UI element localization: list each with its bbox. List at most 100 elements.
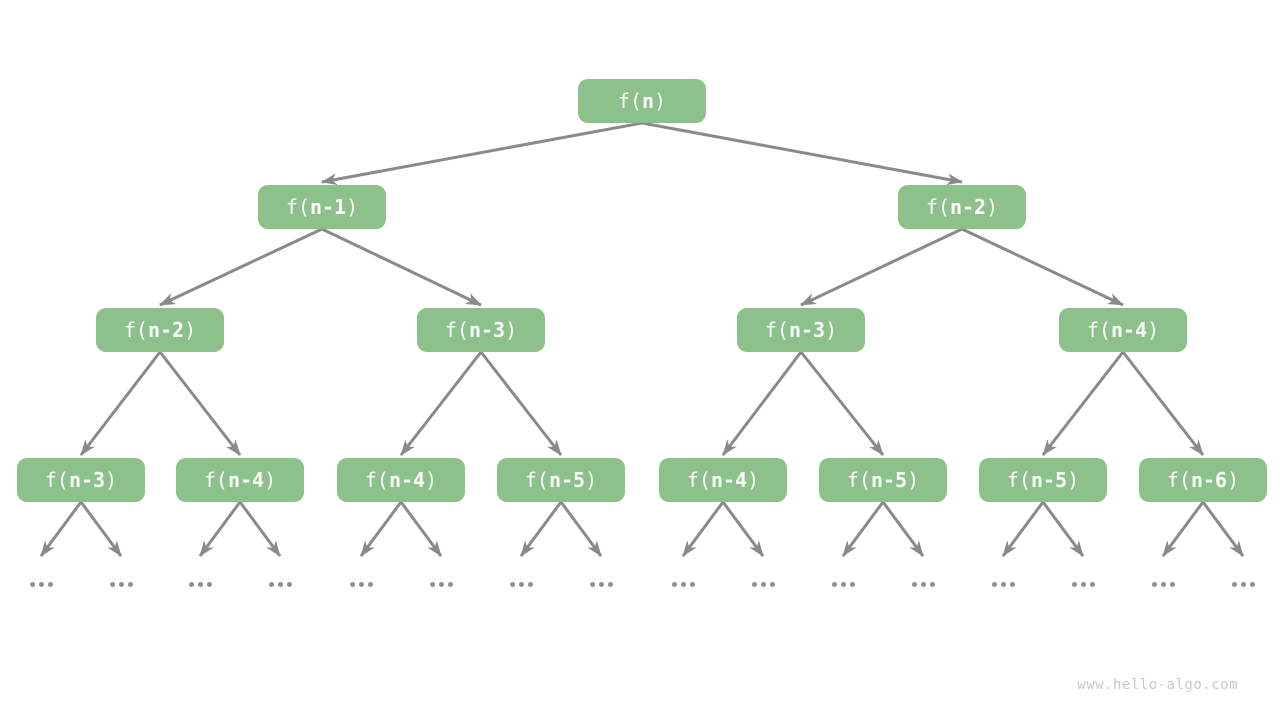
ellipsis-dot [769,581,775,587]
tree-node: f(n-3) [17,458,145,502]
node-label-post: ) [1067,468,1080,492]
ellipsis-leaf [188,581,212,587]
ellipsis-leaf [671,581,695,587]
edge-arrow [519,501,563,557]
edge-arrow [881,501,925,557]
ellipsis-dot [1160,581,1166,587]
ellipsis-leaf [509,581,533,587]
ellipsis-dot [118,581,124,587]
node-label-post: ) [654,89,667,113]
edge-arrow [681,501,725,557]
node-label-post: ) [1227,468,1240,492]
edge-arrow [559,501,603,557]
ellipsis-leaf [589,581,613,587]
ellipsis-dot [349,581,355,587]
edge-arrow [321,121,643,186]
tree-node: f(n-5) [497,458,625,502]
ellipsis-dot [1000,581,1006,587]
node-label-pre: f( [123,318,148,342]
node-label-pre: f( [1166,468,1191,492]
node-label-var: n-5 [548,468,586,492]
node-label-var: n-2 [949,195,987,219]
edge-arrow [238,501,282,557]
ellipsis-leaf [29,581,53,587]
node-label-post: ) [1147,318,1160,342]
edge-arrow [321,227,482,307]
edge-arrow [641,121,963,186]
edge-arrow [1001,501,1045,557]
ellipsis-dot [1231,581,1237,587]
ellipsis-dot [840,581,846,587]
ellipsis-dot [680,581,686,587]
edge-arrow [198,501,242,557]
node-label-var: n-5 [870,468,908,492]
ellipsis-dot [920,581,926,587]
tree-node: f(n-1) [258,185,386,229]
ellipsis-dot [518,581,524,587]
ellipsis-dot [268,581,274,587]
tree-node: f(n-4) [176,458,304,502]
node-label-post: ) [184,318,197,342]
ellipsis-dot [29,581,35,587]
node-label-post: ) [105,468,118,492]
ellipsis-dot [47,581,53,587]
ellipsis-leaf [831,581,855,587]
node-label-post: ) [505,318,518,342]
ellipsis-leaf [268,581,292,587]
node-label-pre: f( [1006,468,1031,492]
node-label-post: ) [907,468,920,492]
edge-arrow [841,501,885,557]
ellipsis-dot [760,581,766,587]
node-label-pre: f( [203,468,228,492]
node-label-pre: f( [364,468,389,492]
node-label-post: ) [346,195,359,219]
edge-arrow [1201,501,1245,557]
edge-arrow [799,351,885,456]
ellipsis-dot [598,581,604,587]
edge-arrow [159,227,323,307]
edge-arrow [721,501,765,557]
edge-arrow [399,351,483,456]
ellipsis-dot [527,581,533,587]
ellipsis-leaf [911,581,935,587]
ellipsis-dot [277,581,283,587]
ellipsis-dot [127,581,133,587]
ellipsis-dot [689,581,695,587]
node-label-post: ) [425,468,438,492]
edge-arrow [800,227,963,307]
edge-arrow [1161,501,1205,557]
node-label-var: n-1 [309,195,347,219]
tree-node: f(n-2) [96,308,224,352]
ellipsis-dot [911,581,917,587]
ellipsis-dot [509,581,515,587]
edge-arrow [399,501,443,557]
node-label-pre: f( [764,318,789,342]
node-label-pre: f( [686,468,711,492]
node-label-pre: f( [524,468,549,492]
ellipsis-dot [671,581,677,587]
tree-node: f(n-6) [1139,458,1267,502]
ellipsis-dot [1151,581,1157,587]
edge-arrow [961,227,1124,307]
ellipsis-leaf [109,581,133,587]
ellipsis-dot [109,581,115,587]
ellipsis-dot [589,581,595,587]
ellipsis-dot [429,581,435,587]
ellipsis-dot [367,581,373,587]
ellipsis-dot [1009,581,1015,587]
ellipsis-dot [447,581,453,587]
node-label-var: n-4 [388,468,426,492]
edge-arrow [79,351,162,456]
ellipsis-dot [206,581,212,587]
node-label-pre: f( [285,195,310,219]
ellipsis-leaf [1231,581,1255,587]
node-label-var: n-6 [1190,468,1228,492]
node-label-var: n [642,89,655,113]
tree-node: f(n-3) [737,308,865,352]
ellipsis-dot [438,581,444,587]
ellipsis-dot [1071,581,1077,587]
node-label-var: n-5 [1030,468,1068,492]
tree-node: f(n) [578,79,706,123]
